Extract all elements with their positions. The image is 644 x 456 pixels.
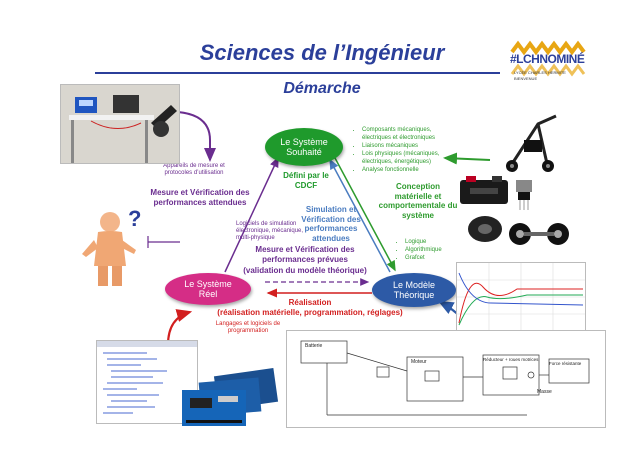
node-modele-theorique: Le Modèle Théorique: [372, 273, 456, 307]
mesure-verification-label: Mesure et Vérification des performances …: [150, 188, 250, 207]
node-systeme-reel: Le Système Réel: [165, 273, 251, 305]
motor-photo: [466, 212, 504, 246]
node-systeme-reel-label: Le Système Réel: [184, 278, 232, 299]
realisation-title: Réalisation: [288, 298, 332, 307]
question-mark-icon: ?: [128, 206, 142, 231]
logic-item-1: Logique: [405, 238, 465, 246]
arrow-photo-to-labels: [177, 111, 216, 162]
node-systeme-souhaite: Le Système Souhaité: [265, 128, 343, 166]
arduino-boards-photo: [176, 367, 280, 428]
component-item-4: Analyse fonctionnelle: [362, 166, 462, 174]
component-item-3: Lois physiques (mécaniques, électriques,…: [362, 150, 462, 166]
arrow-parts-to-conception: [443, 152, 491, 165]
figure-illustration: ?: [80, 206, 148, 288]
validation-label: (validation du modèle théorique): [243, 266, 367, 275]
logo-line-2: BIENVENUE: [514, 76, 538, 81]
component-item-2: Liaisons mécaniques: [362, 142, 462, 150]
block-masse: Masse: [537, 389, 552, 395]
realisation-detail: (réalisation matérielle, programmation, …: [217, 308, 403, 317]
component-list: Composants mécaniques, électriques et él…: [353, 126, 462, 175]
block-diagram-screenshot: Batterie Moteur Réducteur + roues motric…: [286, 330, 606, 428]
axle-wheels-photo: [508, 218, 570, 250]
logic-list: Logique Algorithmique Grafcet: [396, 238, 465, 262]
conception-label: Conception matérielle et comportementale…: [378, 182, 458, 220]
souhaite-caption: Défini par le CDCF: [283, 171, 329, 190]
simulation-graph: [456, 262, 586, 332]
code-window-titlebar: [97, 341, 197, 347]
transistor-photo: [512, 180, 536, 210]
logic-item-3: Grafcet: [405, 254, 465, 262]
arrow-modele-to-souhaite: [329, 158, 391, 273]
block-force: Force résistante: [549, 361, 582, 366]
arrow-souhaite-to-modele: [334, 157, 396, 272]
battery-photo: [458, 174, 510, 206]
block-moteur: Moteur: [411, 359, 427, 365]
logiciels-simulation-label: Logiciels de simulation électronique, mé…: [236, 221, 304, 242]
title-divider: [95, 72, 500, 74]
block-reducteur: Réducteur + roues motrices: [483, 357, 539, 362]
langages-label: Langages et logiciels de programmation: [215, 321, 281, 335]
mesure-prevues-label: Mesure et Vérification des performances …: [255, 245, 355, 264]
logic-item-2: Algorithmique: [405, 246, 465, 254]
block-batterie: Batterie: [305, 343, 323, 349]
lab-bench-photo: [60, 84, 180, 164]
arrow-reel-to-souhaite: [224, 156, 279, 273]
node-systeme-souhaite-label: Le Système Souhaité: [280, 136, 328, 157]
component-item-1: Composants mécaniques, électriques et él…: [362, 126, 462, 142]
appareils-label: Appareils de mesure et protocoles d’util…: [163, 163, 225, 177]
page-title: Sciences de l’Ingénieur: [199, 40, 445, 65]
code-screenshot: [96, 340, 198, 424]
logo-line-1: LYCÉE CHARLES HERMITE: [514, 70, 566, 75]
node-modele-theorique-label: Le Modèle Théorique: [392, 279, 436, 300]
simulation-verification-label: Simulation et Vérification des performan…: [301, 205, 361, 243]
page-subtitle: Démarche: [283, 80, 361, 97]
golf-trolley-photo: [498, 110, 570, 174]
logo-wordmark: #LCHNOMINÉ: [510, 52, 585, 66]
school-logo: #LCHNOMINÉ LYCÉE CHARLES HERMITE BIENVEN…: [510, 40, 586, 92]
